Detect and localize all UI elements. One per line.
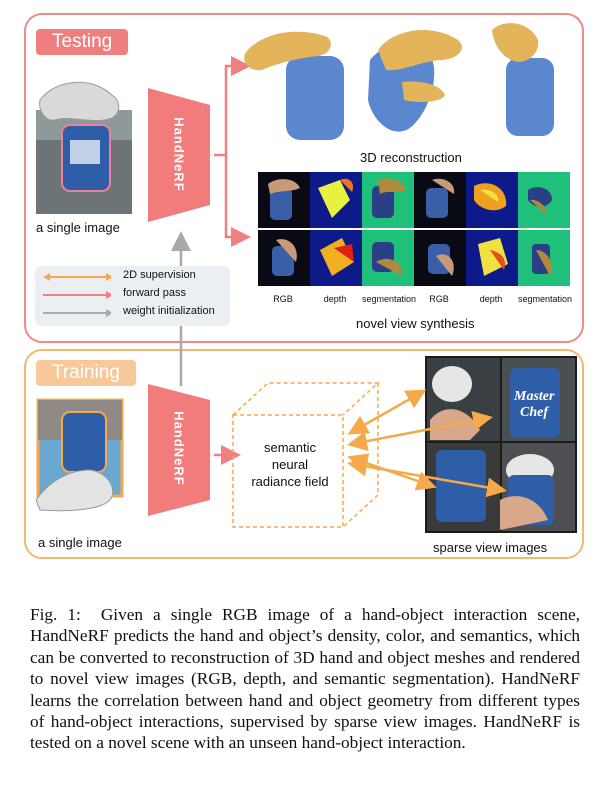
synthesis-label: novel view synthesis [356,316,475,331]
legend-forward-text: forward pass [123,287,186,299]
view-label-depth-1: depth [323,294,347,304]
testing-panel [24,13,584,343]
view-label-rgb-2: RGB [429,294,449,304]
sparse-view-label: sparse view images [433,540,548,555]
training-input-label: a single image [38,535,122,550]
training-tag: Training [36,360,136,386]
caption-text: Given a single RGB image of a hand-objec… [30,605,580,753]
legend-supervision: 2D supervision [43,269,228,285]
forward-arrow-reconstruction [214,56,251,157]
legend-weight-text: weight initialization [123,305,215,317]
field-line-2: neural [271,457,309,472]
gray-arrow-icon [43,309,111,317]
training-handnerf-label: HandNeRF [171,411,187,486]
figure-graphics: Master Chef [35,23,577,533]
legend-forward: forward pass [43,287,228,303]
testing-input-label: a single image [36,220,120,235]
reconstruction-meshes [244,23,554,140]
radiance-field-label: semantic neural radiance field [235,425,345,515]
field-line-1: semantic [263,440,317,455]
can-brand-bottom: Chef [520,405,549,420]
figure-caption: Fig. 1: Given a single RGB image of a ha… [30,604,580,754]
can-brand-top: Master [513,389,555,404]
testing-input-image [36,81,132,214]
caption-prefix: Fig. 1: [30,605,81,624]
legend-supervision-text: 2D supervision [123,269,196,281]
training-input-image [35,398,124,512]
testing-handnerf-label: HandNeRF [171,117,187,192]
legend: 2D supervision forward pass weight initi… [35,266,230,326]
view-label-rgb-1: RGB [273,294,293,304]
training-handnerf-block [148,384,210,516]
view-label-seg-2: segmentation [518,294,573,304]
view-label-seg-1: segmentation [362,294,417,304]
testing-handnerf-block [148,88,210,222]
forward-arrow-synthesis [224,155,251,247]
field-line-3: radiance field [251,474,329,489]
view-label-depth-2: depth [479,294,503,304]
red-arrow-icon [43,291,111,299]
reconstruction-label: 3D reconstruction [360,150,462,165]
double-arrow-icon [43,273,111,281]
testing-tag: Testing [36,29,129,55]
supervision-arrows [347,389,507,498]
legend-weight: weight initialization [43,305,228,321]
sparse-view-images: Master Chef [425,356,577,533]
novel-view-grid [258,172,570,286]
training-panel [24,349,584,559]
